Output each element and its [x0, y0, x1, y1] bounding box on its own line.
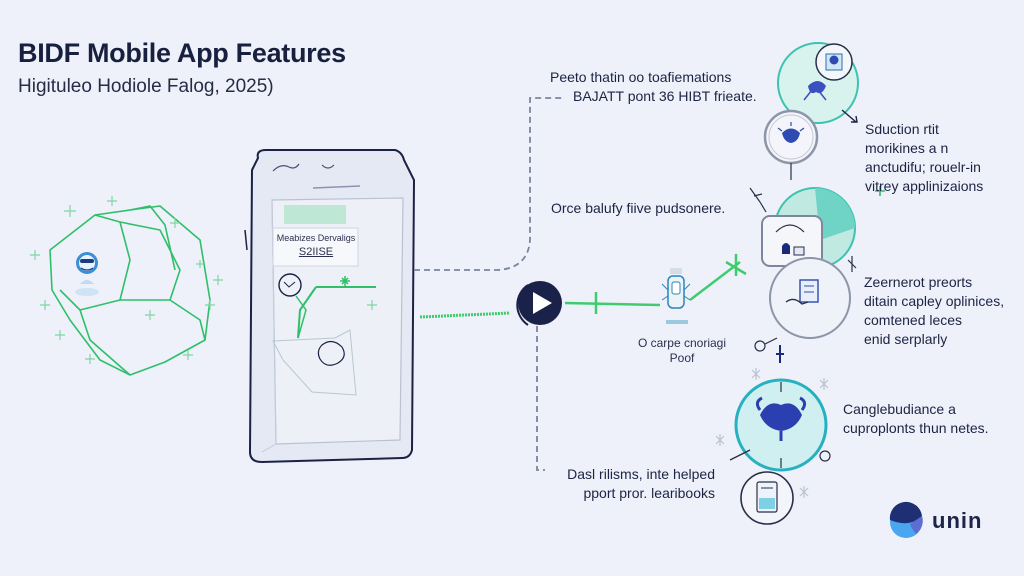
phone-screen-graph [272, 273, 377, 396]
feature-circle-3 [761, 187, 856, 269]
feature-label-5-line-2: cuproplonts thun netes. [843, 420, 989, 436]
arrow-pointer-icon [841, 109, 858, 123]
feature-caption: O carpe cnoriagi Poof [612, 336, 752, 366]
green-link-line-right [564, 254, 747, 314]
page-subtitle: Higituleo Hodiole Falog, 2025) [18, 76, 274, 97]
feature-circle-5 [729, 378, 831, 472]
feature-label-6: Dasl rilisms, inte helped pport pror. le… [551, 465, 715, 503]
feature-label-2-line-2: morikines a n [865, 140, 949, 156]
feature-label-3: Orce balufy fiive pudsonere. [551, 199, 725, 218]
page-title: BIDF Mobile App Features [18, 38, 346, 68]
plus-icon [875, 186, 885, 196]
robot-avatar-icon [75, 252, 99, 296]
feature-label-4-line-4: enid serplarly [864, 331, 948, 347]
feature-label-4-line-1: Zeernerot preorts [864, 274, 973, 290]
feature-label-2: Sduction rtit morikines a n anctudifu; r… [865, 120, 983, 196]
polyhedron-sketch [49, 205, 211, 376]
dashed-connectors [414, 97, 565, 471]
phone-screen-card [272, 227, 359, 267]
phone-sketch [244, 149, 416, 464]
phone-card-value: S2IISE [298, 246, 334, 258]
sparkle-decorations [30, 196, 223, 364]
feature-circle-2 [763, 109, 819, 180]
feature-circle-1 [777, 42, 859, 124]
feature-label-2-line-3: anctudifu; rouelr-in [865, 159, 981, 175]
phone-screen-banner [284, 205, 346, 224]
feature-label-1-line-1: Peeto thatin oo toafiemations [550, 69, 732, 85]
feature-label-5: Canglebudiance a cuproplonts thun netes. [843, 400, 989, 438]
feature-label-3-line-1: Orce balufy fiive pudsonere. [551, 200, 726, 216]
feature-caption-line-1: O carpe cnoriagi [637, 336, 727, 350]
feature-label-2-line-4: vitrey applinizaions [865, 178, 984, 194]
feature-label-2-line-1: Sduction rtit [865, 121, 939, 137]
feature-circle-6 [740, 471, 794, 525]
sketch-decorations-right [749, 187, 857, 272]
snowflake-decorations [715, 368, 829, 498]
feature-circle-4 [754, 257, 851, 363]
feature-caption-line-2: Poof [669, 351, 695, 365]
play-icon [533, 292, 552, 314]
feature-label-4-line-3: comtened leces [864, 312, 963, 328]
feature-label-1: Peeto thatin oo toafiemations BAJATT pon… [550, 68, 757, 106]
feature-label-4-line-2: ditain capley oplinices, [864, 293, 1005, 309]
feature-label-6-line-1: Dasl rilisms, inte helped [567, 466, 715, 482]
green-link-line [419, 311, 511, 319]
feature-label-6-line-2: pport pror. learibooks [583, 485, 715, 501]
brand-logo-icon [889, 501, 923, 538]
feature-label-4: Zeernerot preorts ditain capley oplinice… [864, 273, 1004, 349]
brand-name: unin [932, 508, 983, 533]
feature-label-1-line-2: BAJATT pont 36 HIBT frieate. [573, 88, 757, 104]
feature-label-5-line-1: Canglebudiance a [843, 401, 956, 417]
phone-card-title: Meabizes Dervaligs [276, 233, 356, 243]
device-feature-icon [661, 268, 691, 324]
play-button[interactable] [516, 281, 562, 326]
